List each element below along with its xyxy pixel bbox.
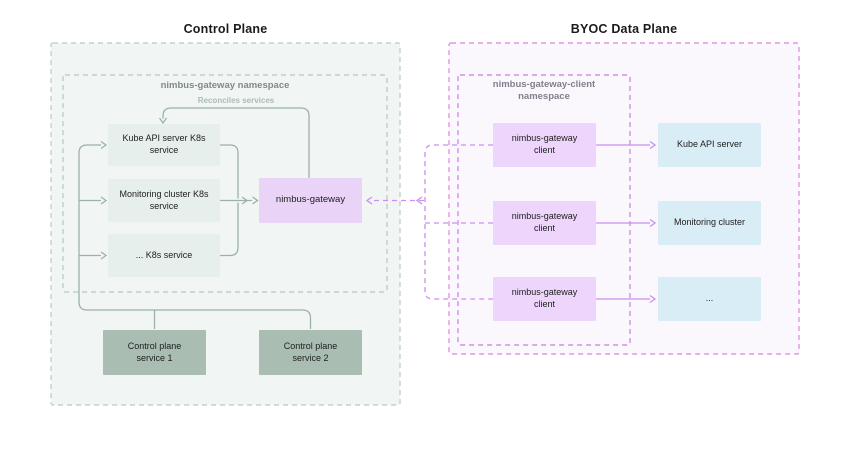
target-other-node: [658, 277, 761, 321]
nimbus-gateway-node: [259, 178, 362, 223]
byoc-data-plane-container: [448, 42, 800, 355]
target-monitoring-node: [658, 201, 761, 245]
arrowhead-icon: [100, 140, 108, 150]
control-plane-service1-node: [103, 330, 206, 375]
node-label: nimbus-gateway client: [511, 287, 578, 309]
node-label: Monitoring cluster K8s service: [119, 188, 209, 211]
node-label: ...: [705, 293, 714, 304]
gateway-client3-node: [493, 277, 596, 321]
node-label: nimbus-gateway client: [511, 133, 578, 155]
arrowhead-icon: [100, 251, 108, 260]
node-label: Kube API server K8s service: [122, 133, 206, 155]
gray-connectors: [78, 107, 312, 329]
reconcile-arrowhead-icon: [158, 117, 168, 125]
client-to-gateway-connectors: [365, 144, 493, 300]
reconcile-loop-line: [162, 107, 310, 178]
gateway-client1-label: nimbus-gateway client: [493, 123, 596, 167]
client-to-target-arrows: [596, 140, 657, 304]
gateway-client3-label: nimbus-gateway client: [493, 277, 596, 321]
cp-namespace-label: nimbus-gateway namespace: [160, 80, 290, 91]
node-label: Control plane service 1: [127, 340, 182, 363]
nimbus-gateway-namespace-container: [62, 74, 388, 293]
target-kube-api-label: Kube API server: [658, 123, 761, 167]
client-trunk-line: [424, 144, 493, 300]
node-label: Monitoring cluster: [673, 217, 746, 228]
gateway-client2-label: nimbus-gateway client: [493, 201, 596, 245]
control-plane-service2-node: [259, 330, 362, 375]
gateway-client2-node: [493, 201, 596, 245]
target-other-label: ...: [658, 277, 761, 321]
monitoring-service-label: Monitoring cluster K8s service: [108, 179, 220, 222]
control-plane-service1-label: Control plane service 1: [103, 330, 206, 375]
node-label: Control plane service 2: [283, 340, 338, 363]
nimbus-gateway-client-namespace-container: [457, 74, 631, 346]
arrowhead-icon: [241, 196, 249, 205]
gateway-client1-node: [493, 123, 596, 167]
arrowhead-icon: [649, 294, 657, 304]
node-label: ... K8s service: [135, 249, 193, 260]
merge-bottom-line: [220, 202, 239, 257]
arrowhead-icon: [252, 196, 259, 205]
node-label: nimbus-gateway client: [511, 211, 578, 233]
node-label: Kube API server: [676, 139, 743, 150]
node-label: nimbus-gateway: [275, 194, 346, 206]
arrowhead-icon: [649, 218, 657, 228]
other-k8s-service-node: [108, 234, 220, 277]
target-kube-api-node: [658, 123, 761, 167]
reconciles-services-annotation: Reconciles services: [197, 96, 275, 105]
monitoring-service-node: [108, 179, 220, 222]
merge-top-line: [220, 144, 239, 199]
service-trunk-line: [78, 144, 312, 329]
arrowhead-icon: [100, 196, 108, 205]
kube-api-service-node: [108, 124, 220, 166]
byoc-namespace-label: nimbus-gateway-client namespace: [492, 79, 596, 103]
byoc-data-plane-title: BYOC Data Plane: [570, 22, 678, 36]
arrowhead-icon: [649, 140, 657, 150]
kube-api-service-label: Kube API server K8s service: [108, 124, 220, 166]
other-k8s-service-label: ... K8s service: [108, 234, 220, 277]
control-plane-title: Control Plane: [183, 22, 268, 36]
arrowhead-icon: [365, 196, 373, 205]
arrowhead-icon: [415, 196, 423, 205]
nimbus-gateway-label: nimbus-gateway: [259, 178, 362, 223]
control-plane-service2-label: Control plane service 2: [259, 330, 362, 375]
target-monitoring-label: Monitoring cluster: [658, 201, 761, 245]
